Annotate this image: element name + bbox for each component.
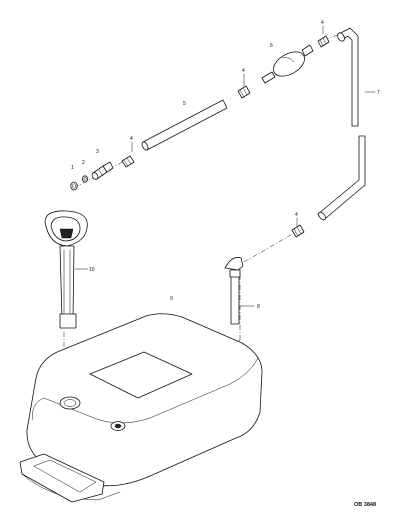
callout-4-upper-right: 4 <box>321 20 324 26</box>
callout-7: 7 <box>377 90 380 96</box>
hose-clamp-part-1 <box>121 155 135 168</box>
callout-1: 1 <box>71 165 74 171</box>
callout-4-lower-left: 4 <box>130 136 133 142</box>
callout-9: 9 <box>170 296 173 302</box>
fuel-tank-part <box>19 313 263 503</box>
fuel-gauge-part <box>44 210 88 329</box>
fuel-hose-part-5 <box>141 99 228 151</box>
fuel-pickup-part <box>224 257 244 325</box>
drawing-code: OB 3848 <box>354 502 376 508</box>
callout-3: 3 <box>96 149 99 155</box>
callout-5: 5 <box>183 101 186 107</box>
hose-clamp-part-3 <box>317 35 330 48</box>
callout-4-lower-right: 4 <box>295 212 298 218</box>
callout-leaders <box>74 25 376 307</box>
callout-2: 2 <box>82 160 85 166</box>
fuel-hose-part-7 <box>317 27 366 221</box>
callout-4-upper: 4 <box>242 68 245 74</box>
o-ring-part <box>70 181 78 191</box>
washer-part <box>82 175 89 183</box>
primer-bulb-part <box>261 44 314 84</box>
callout-6: 6 <box>270 43 273 49</box>
hose-clamp-part-2 <box>237 85 251 99</box>
callout-8: 8 <box>257 304 260 310</box>
fuel-connector-part <box>91 161 114 180</box>
callout-10: 10 <box>89 267 95 273</box>
hose-clamp-part-4 <box>291 224 305 238</box>
